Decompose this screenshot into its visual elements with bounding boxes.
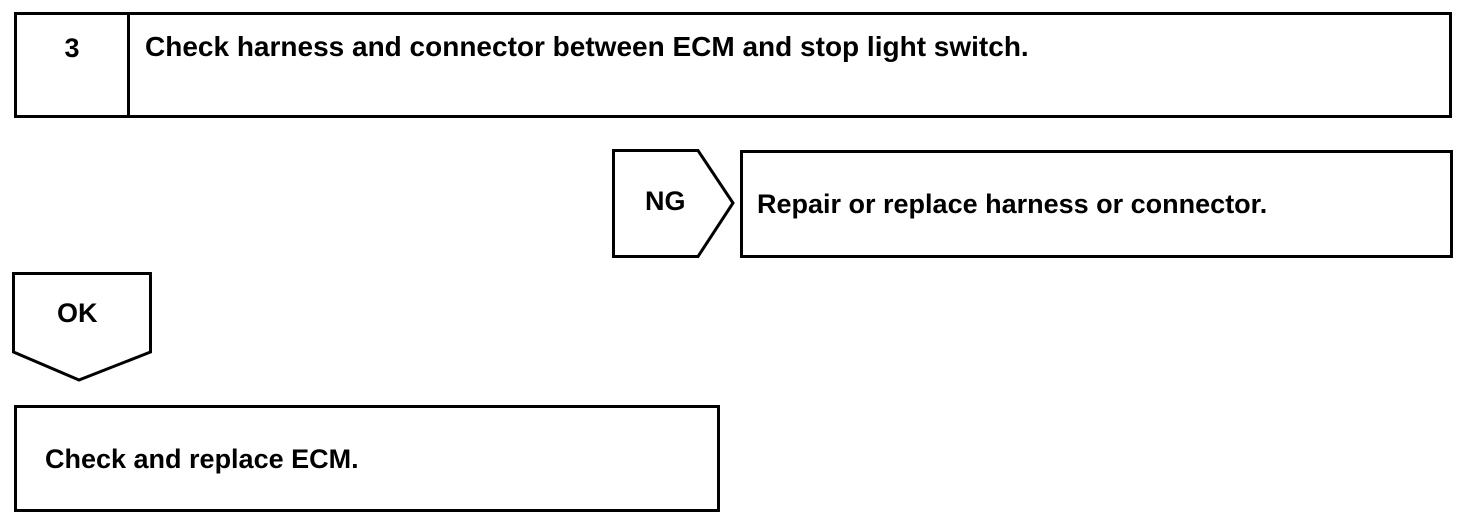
ng-result-text: Repair or replace harness or connector. — [757, 189, 1268, 219]
step-number-cell: 3 — [17, 15, 130, 115]
ok-arrow-tag — [12, 272, 152, 382]
ok-result-text: Check and replace ECM. — [45, 444, 359, 474]
ng-label: NG — [645, 186, 686, 216]
ng-result-box: Repair or replace harness or connector. — [740, 150, 1453, 258]
step-number: 3 — [64, 33, 80, 63]
ok-result-box: Check and replace ECM. — [14, 405, 720, 512]
ok-label: OK — [57, 298, 98, 328]
step-title: Check harness and connector between ECM … — [145, 31, 1029, 62]
ng-arrow-tag — [612, 149, 735, 258]
step-box: 3 Check harness and connector between EC… — [14, 12, 1452, 118]
